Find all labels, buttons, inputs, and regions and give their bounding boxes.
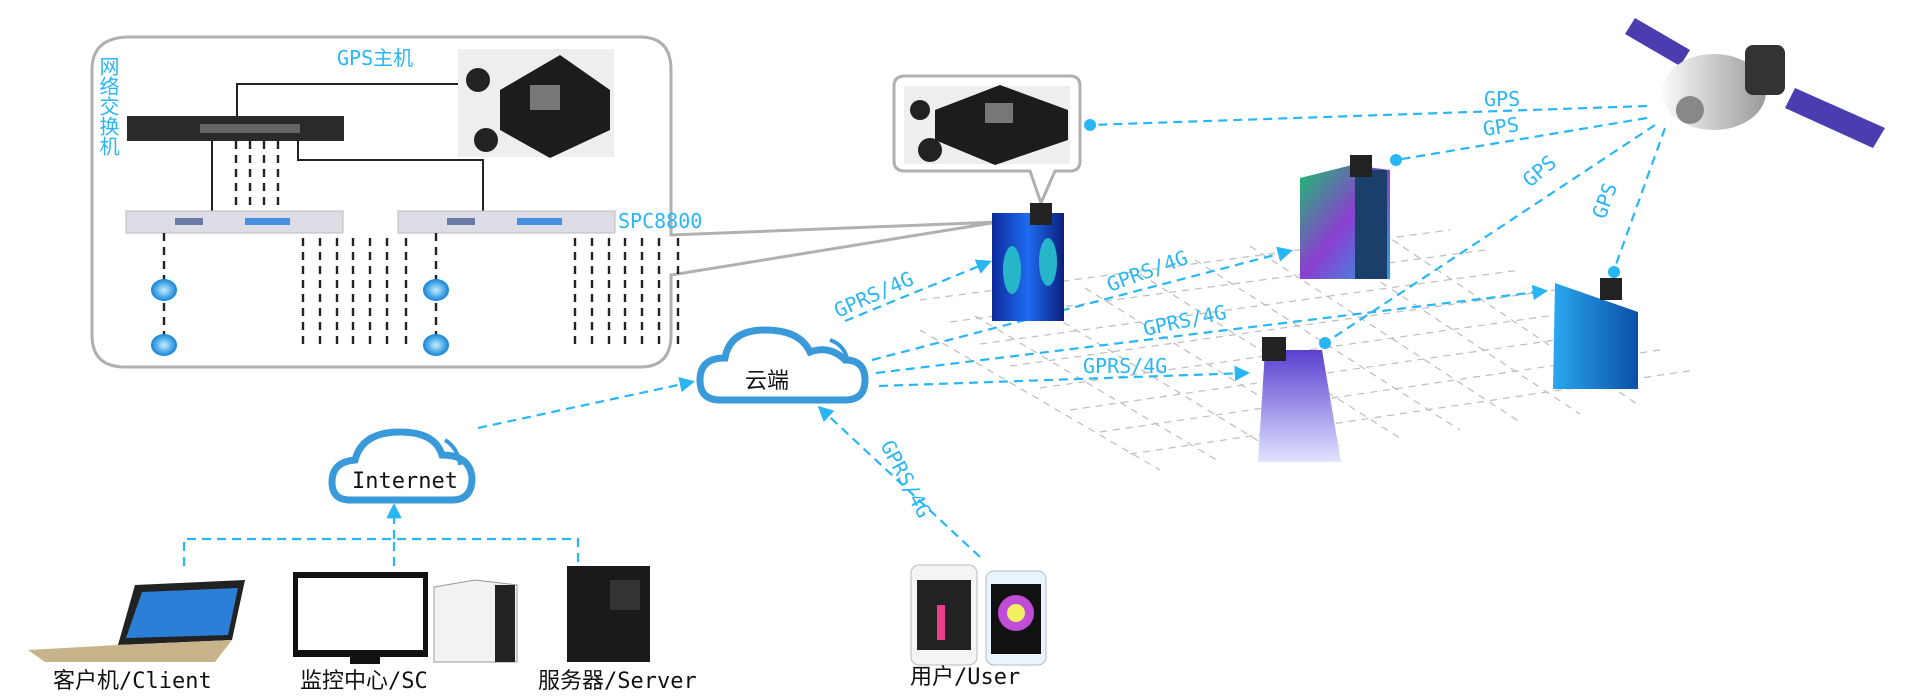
grid-line — [1129, 369, 1696, 455]
smartphone-icon — [985, 570, 1047, 666]
control-cabinet-callout: 网络交换机 GPS主机 SPC8800 — [90, 35, 999, 369]
client-connections — [182, 502, 580, 566]
building-icon — [1300, 155, 1390, 279]
gps-module-icon — [1262, 337, 1286, 361]
controller-icon — [397, 210, 616, 234]
laptop-icon — [28, 580, 245, 662]
gps-module-icon — [1600, 278, 1622, 300]
gps-host-icon — [458, 49, 614, 158]
user-label: 用户/User — [910, 665, 1020, 690]
internet-cloud-icon: Internet — [328, 428, 476, 504]
gps-link-label: GPS — [1484, 87, 1520, 111]
network-switch-icon — [127, 116, 344, 141]
cloud-icon: 云端 — [696, 326, 869, 404]
switch-label: 网络交换机 — [96, 56, 120, 156]
globe-node-icon — [151, 334, 177, 356]
globe-node-icon — [151, 279, 177, 301]
grid-line — [919, 329, 1161, 471]
building-icon — [1553, 278, 1638, 389]
gprs-link-label: GPRS/4G — [830, 266, 917, 322]
desktop-icon — [293, 572, 518, 664]
grid-line — [1249, 245, 1521, 423]
server-label: 服务器/Server — [538, 669, 697, 694]
gps-link-label: GPS — [1587, 180, 1622, 222]
grid-line — [974, 315, 1221, 463]
grid-line — [1069, 329, 1626, 411]
client-label: 客户机/Client — [53, 669, 212, 694]
grid-line — [1009, 289, 1556, 367]
gps-module-icon — [1350, 155, 1372, 177]
gps-host-label: GPS主机 — [337, 46, 413, 70]
globe-node-icon — [423, 279, 449, 301]
gprs-link-label: GPRS/4G — [1141, 300, 1228, 341]
gprs-link-label: GPRS/4G — [1083, 354, 1167, 378]
gps-link-label: GPS — [1518, 150, 1561, 192]
server-icon — [567, 566, 650, 662]
grid-line — [1359, 217, 1641, 407]
building-icon — [992, 203, 1064, 321]
internet-label: Internet — [352, 469, 458, 494]
gprs-link-label: GPRS/4G — [876, 436, 937, 522]
globe-node-icon — [423, 334, 449, 356]
cloud-label: 云端 — [745, 369, 789, 394]
satellite-icon — [1625, 18, 1885, 148]
building-icon — [1258, 337, 1341, 462]
controller-icon — [125, 210, 344, 234]
monitor-center-label: 监控中心/SC — [300, 669, 428, 694]
smartphone-icon — [910, 564, 978, 666]
gps-link-label: GPS — [1481, 112, 1520, 141]
gps-host-callout — [892, 74, 1082, 208]
grid-line — [1039, 309, 1591, 389]
gps-module-icon — [1030, 203, 1052, 225]
grid-line — [1029, 301, 1281, 455]
gprs-link-label: GPRS/4G — [1104, 245, 1191, 296]
controller-label: SPC8800 — [618, 209, 702, 233]
gps-host-icon — [904, 85, 1070, 165]
